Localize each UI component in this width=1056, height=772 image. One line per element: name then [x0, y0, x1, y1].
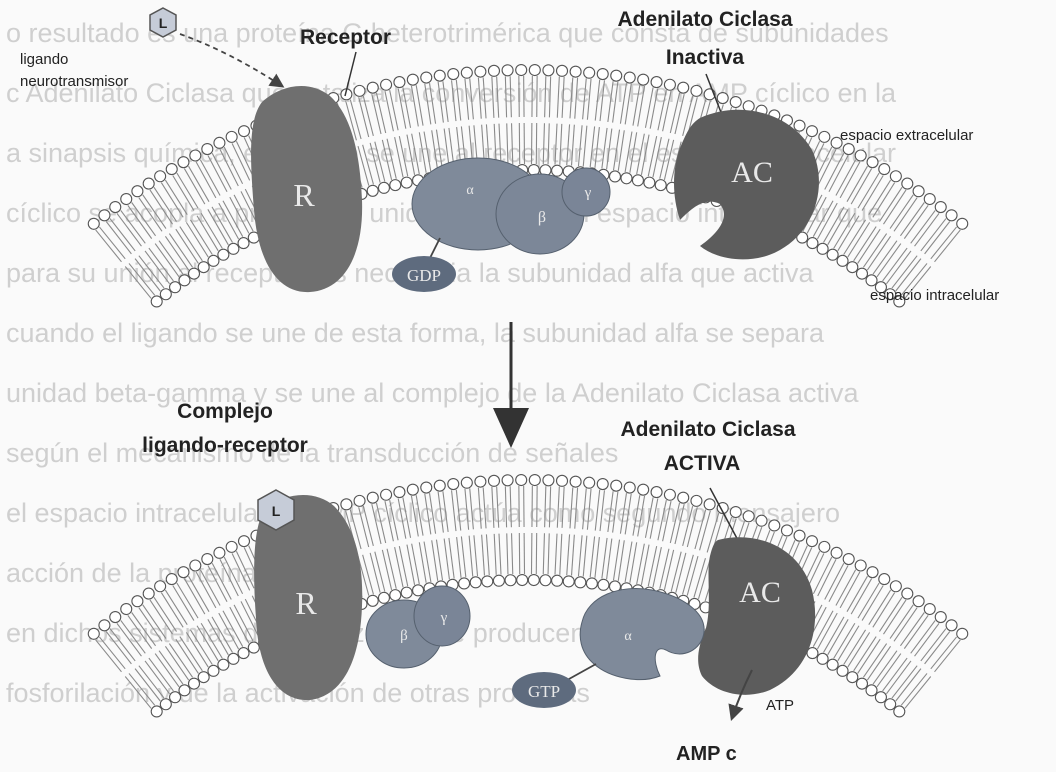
neurotransmitter-label: neurotransmisor [20, 73, 128, 90]
ac-symbol: AC [731, 156, 773, 189]
beta-symbol: β [538, 209, 546, 226]
intracellular-space-label: espacio intracelular [870, 287, 999, 304]
extracellular-space-label: espacio extracelular [840, 127, 973, 144]
receptor-symbol: R [293, 177, 315, 213]
inactive-label: Inactiva [666, 46, 745, 69]
active-label: ACTIVA [664, 452, 741, 475]
adenylate-cyclase-active: AC [698, 537, 815, 695]
receptor-symbol-bottom: R [295, 585, 317, 621]
alpha-symbol: α [466, 183, 474, 198]
gamma-symbol-bottom: γ [440, 610, 448, 626]
ligand-symbol-bottom: L [272, 503, 281, 519]
ligand-symbol: L [159, 15, 168, 31]
camp-label: AMP c [676, 743, 737, 765]
receptor-protein-top: R [251, 86, 362, 292]
complex-label: Complejo [177, 400, 273, 423]
background-text-line: cuando el ligando se une de esta forma, … [6, 318, 825, 348]
background-text-line: unidad beta-gamma y se une al complejo d… [6, 378, 859, 408]
ligand-label: ligando [20, 51, 68, 68]
atp-label: ATP [766, 697, 794, 714]
ligand-hexagon-top: L [150, 8, 176, 37]
g-alpha-active: α GTP [512, 588, 704, 708]
adenylate-cyclase-label: Adenilato Ciclasa [617, 8, 792, 31]
ligand-receptor-label: ligando-receptor [142, 434, 308, 457]
alpha-symbol-bottom: α [624, 629, 632, 644]
receptor-label: Receptor [300, 26, 391, 49]
ac-symbol-bottom: AC [739, 576, 781, 609]
adenylate-cyclase-label-bottom: Adenilato Ciclasa [620, 418, 795, 441]
gamma-symbol: γ [584, 185, 592, 201]
background-text-line: según el mecanismo de la transducción de… [6, 438, 618, 468]
beta-symbol-bottom: β [400, 628, 408, 644]
gdp-label: GDP [407, 266, 441, 285]
gtp-label: GTP [528, 682, 560, 701]
